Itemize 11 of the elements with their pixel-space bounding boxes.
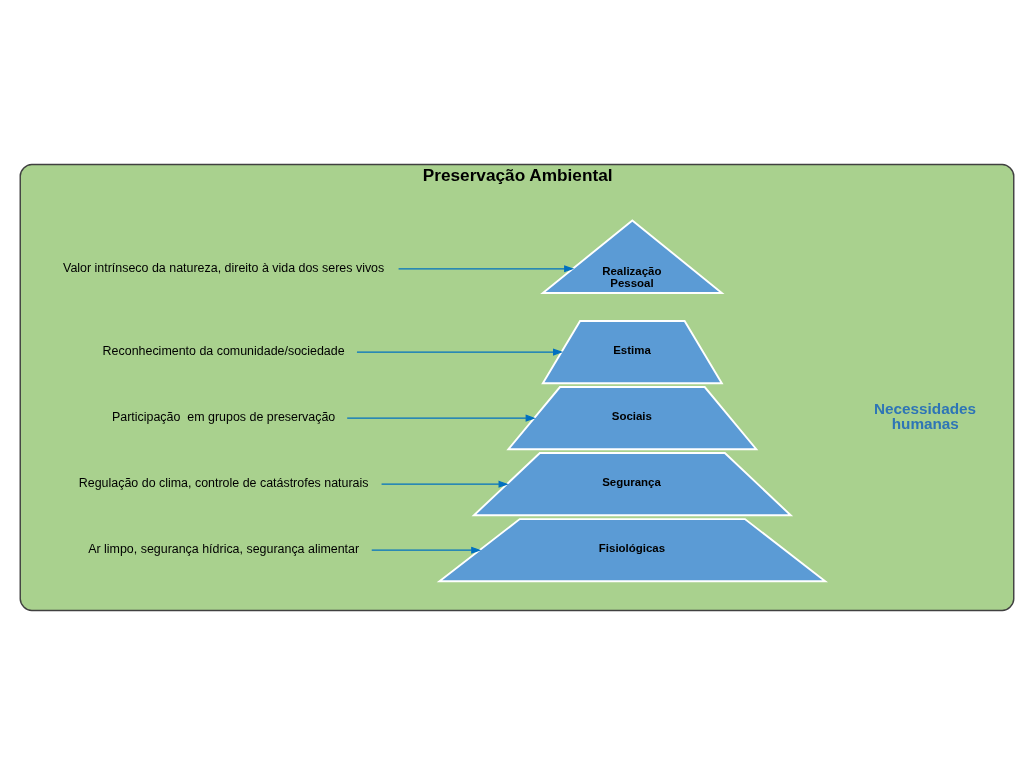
node-text: Reconhecimento da comunidade/sociedade	[102, 343, 345, 358]
label: Necessidades humanas	[874, 399, 977, 432]
arrow	[380, 480, 509, 488]
node-text: Participação em grupos de preservação	[111, 409, 336, 424]
arrow	[371, 546, 482, 554]
node-text: Regulação do clima, controle de catástrofes naturais	[78, 475, 369, 490]
arrow	[356, 348, 564, 356]
arrow	[346, 414, 536, 422]
node-text: Valor intrínseco da natureza, direito à vida dos seres vivos	[63, 260, 385, 275]
arrow	[397, 264, 575, 272]
node-text: Ar limpo, segurança hídrica, segurança alimentar	[88, 541, 360, 556]
